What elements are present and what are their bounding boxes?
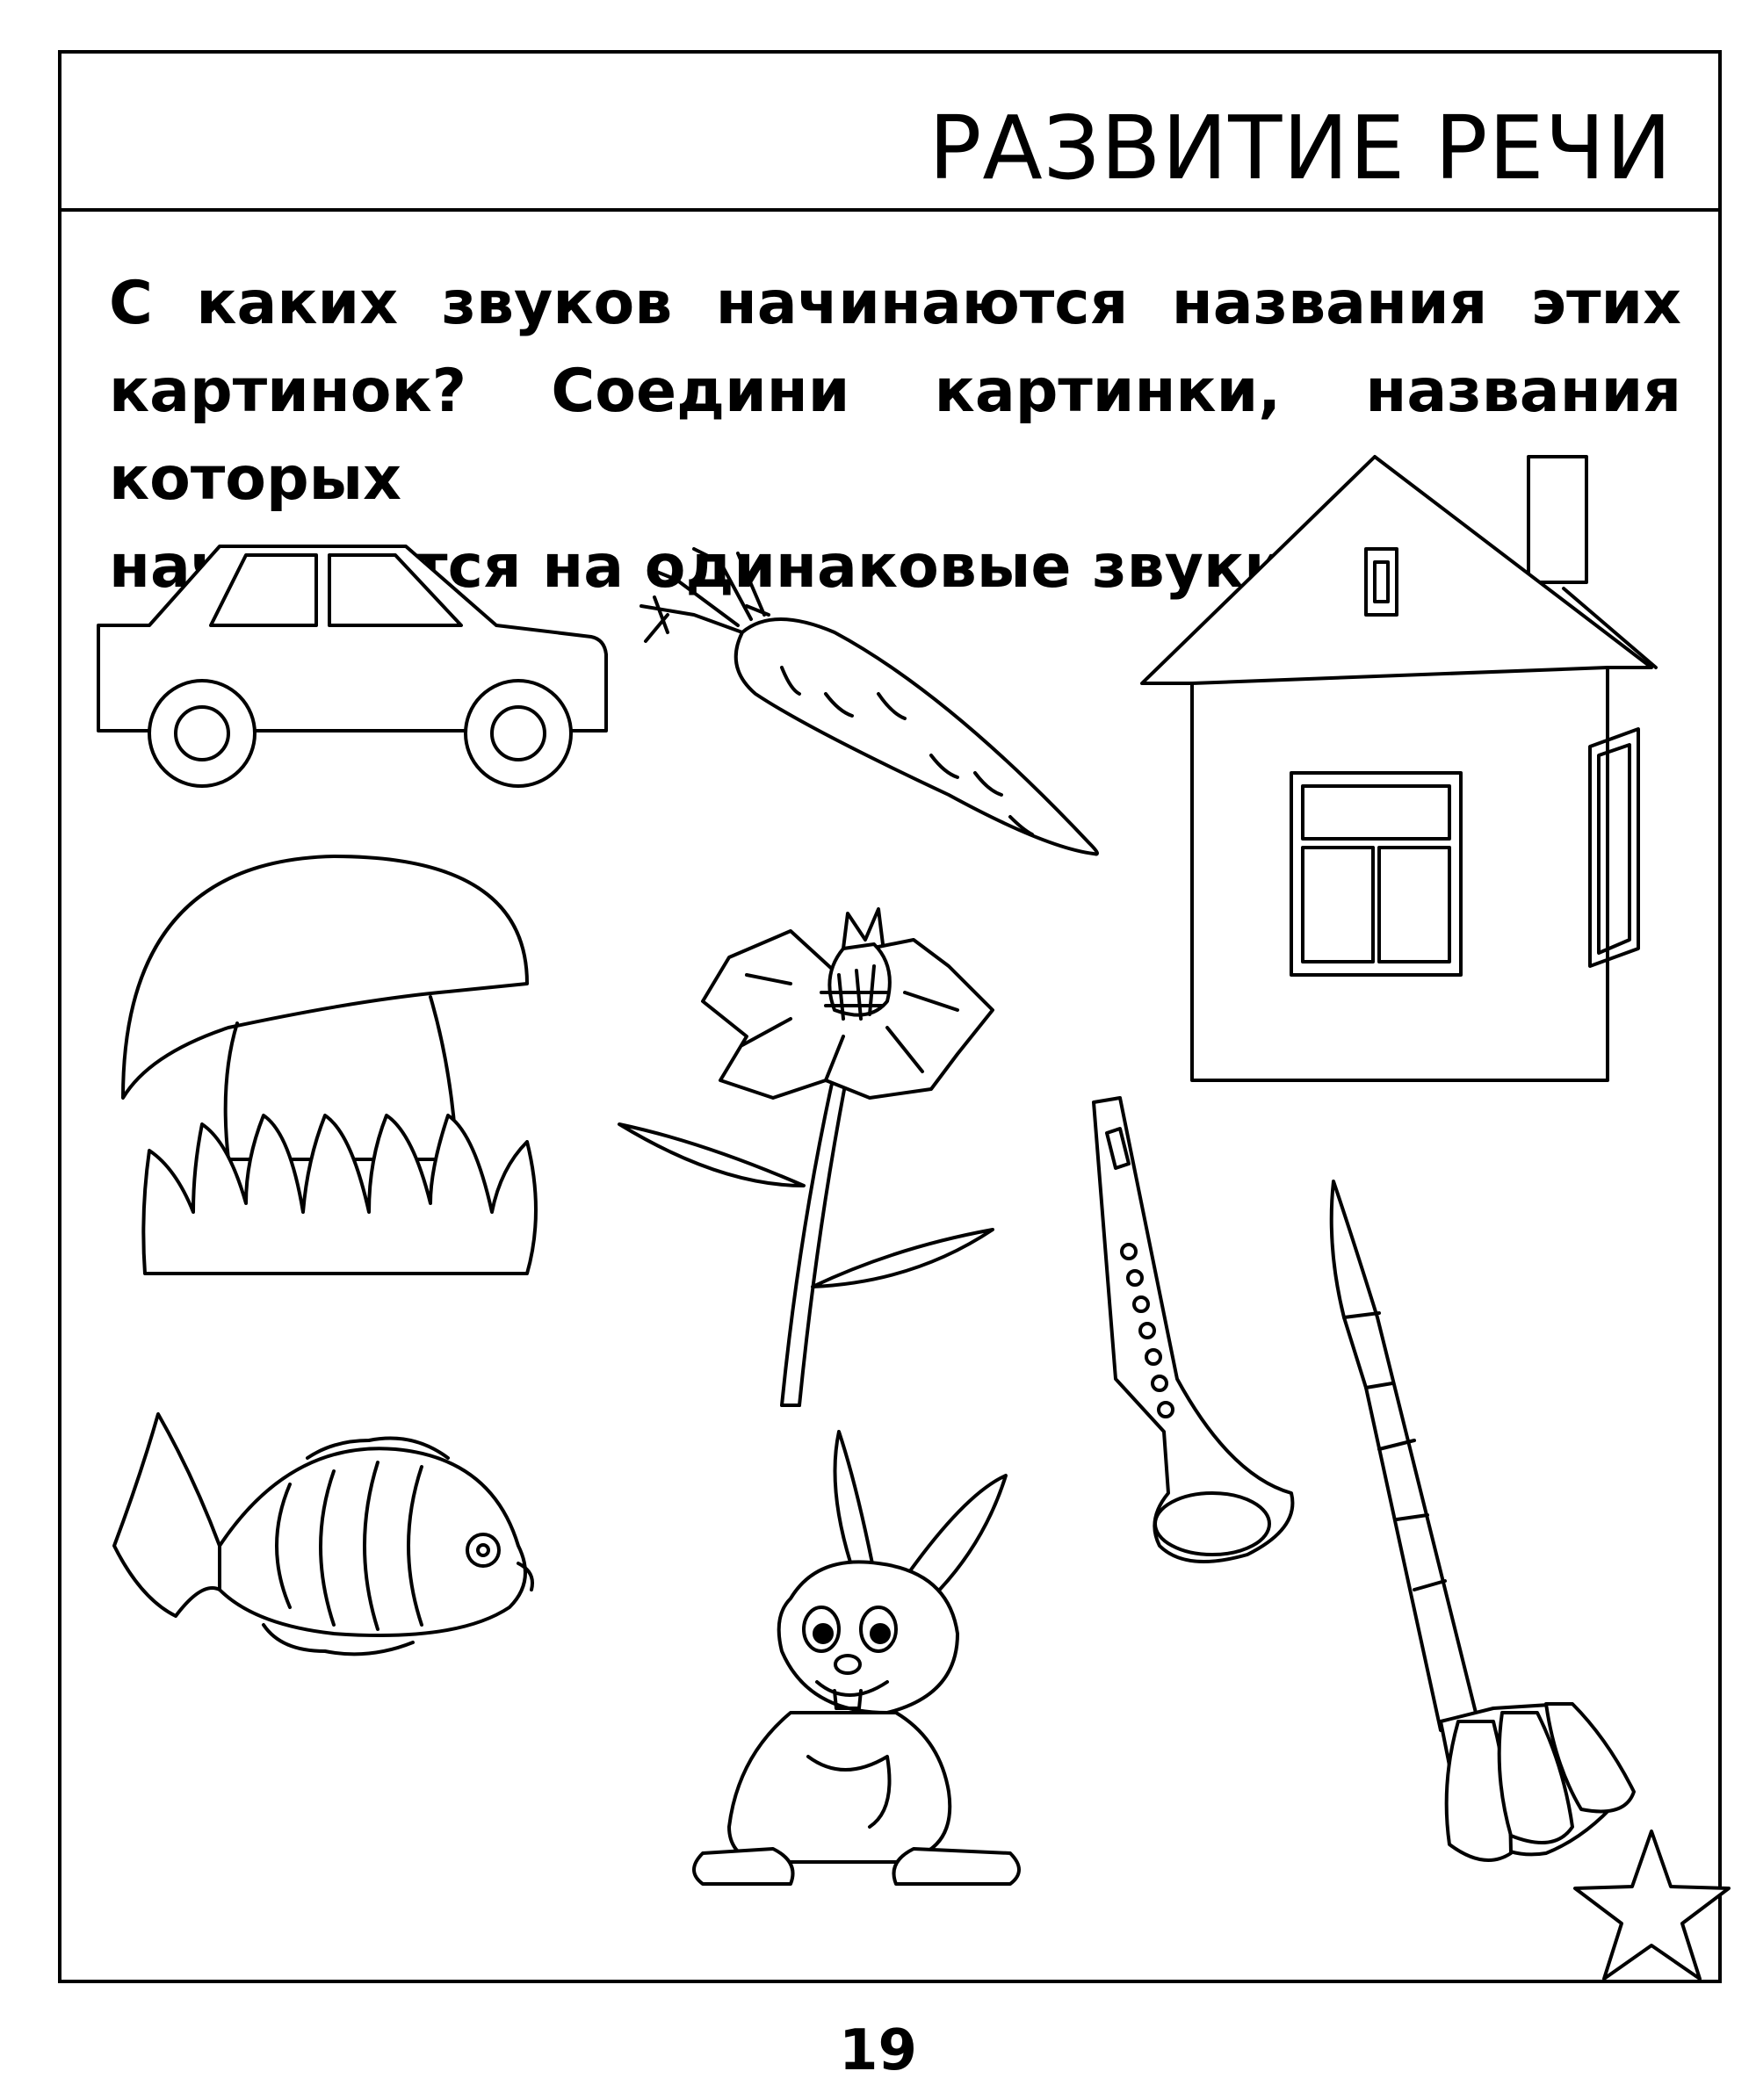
mushroom-icon — [123, 856, 536, 1274]
rabbit-icon — [694, 1432, 1019, 1884]
task-line-1: С каких звуков начинаются названия этих — [109, 269, 1681, 338]
worksheet-frame: РАЗВИТИЕ РЕЧИ С каких звуков начинаются … — [58, 50, 1722, 1983]
carrot-icon — [641, 549, 1097, 855]
rocket-icon — [1332, 1181, 1634, 1860]
house-icon — [1142, 457, 1656, 1080]
task-line-2: картинок? Соедини картинки, названия кот… — [109, 357, 1681, 514]
page-title: РАЗВИТИЕ РЕЧИ — [929, 97, 1673, 199]
star-icon — [1575, 1831, 1729, 1979]
header-bar: РАЗВИТИЕ РЕЧИ — [61, 54, 1718, 212]
task-instruction: С каких звуков начинаются названия этих … — [109, 260, 1681, 611]
car-icon — [98, 546, 606, 786]
fish-icon — [114, 1414, 532, 1654]
flower-icon — [619, 909, 993, 1405]
clarinet-icon — [1094, 1098, 1292, 1562]
page-number: 19 — [838, 2018, 918, 2083]
